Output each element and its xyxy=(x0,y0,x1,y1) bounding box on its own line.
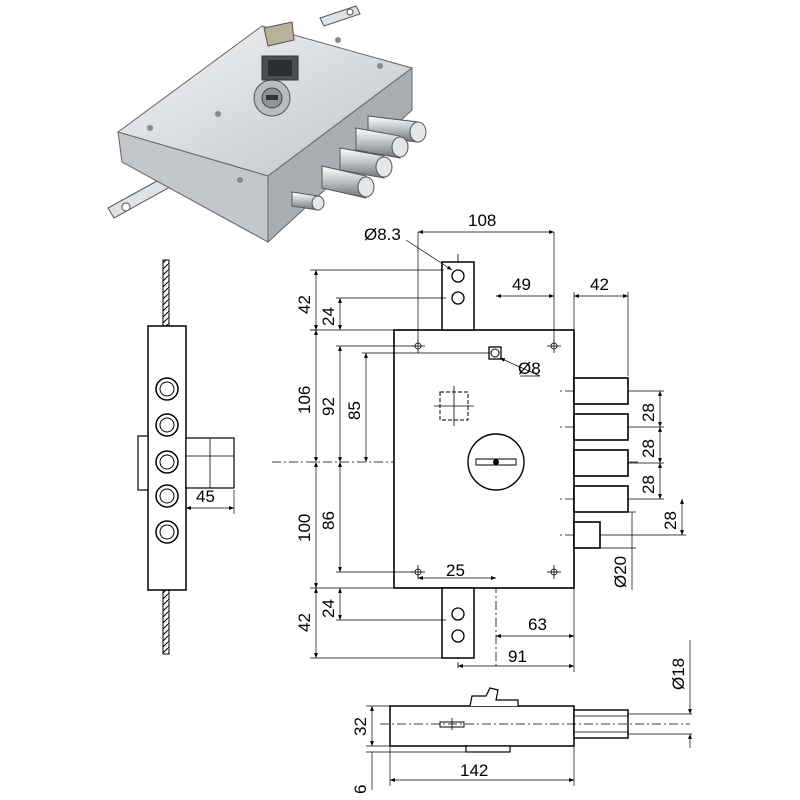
dim-upper-height: 106 xyxy=(295,386,314,414)
dim-bolt-pitch-1: 28 xyxy=(639,403,658,422)
side-view: 45 xyxy=(137,259,235,655)
dim-top-strike-height: 42 xyxy=(295,295,314,314)
dim-lower-height: 100 xyxy=(295,514,314,542)
dim-bolt-pitch-3: 28 xyxy=(639,475,658,494)
dim-bottom-strike-height: 42 xyxy=(295,613,314,632)
dim-strike-to-edge: 91 xyxy=(508,647,527,666)
front-bolt xyxy=(560,485,629,513)
dim-body-thickness: 32 xyxy=(351,717,370,736)
product-latch xyxy=(291,191,325,211)
dim-hole-spacing-top: 108 xyxy=(468,211,496,230)
product-bolt xyxy=(355,127,409,159)
product-bolt xyxy=(321,165,375,199)
dim-hole8-to-center: 85 xyxy=(345,401,364,420)
product-bolt xyxy=(339,147,393,179)
dim-bolt-projection: 42 xyxy=(590,275,609,294)
side-bolt-head xyxy=(155,413,179,437)
side-bolt-head xyxy=(155,484,179,508)
dim-bolt-pitch-4: 28 xyxy=(661,511,680,530)
bottom-view: 32 6 142 Ø18 xyxy=(351,640,692,794)
front-latch xyxy=(560,521,601,549)
dim-bolt-pitch-2: 28 xyxy=(639,439,658,458)
dim-top-strike-hole: 24 xyxy=(319,307,338,326)
dim-bolt-diameter: Ø20 xyxy=(611,556,630,588)
dim-backset-hole: 49 xyxy=(512,275,531,294)
front-bolt xyxy=(560,377,629,405)
side-bolt-head xyxy=(155,450,179,474)
front-bolt xyxy=(573,449,629,477)
bottom-strike-plate xyxy=(441,587,475,659)
dim-hole-offset: 25 xyxy=(446,561,465,580)
dim-faceplate-thickness: 6 xyxy=(351,785,370,794)
side-bolt-head xyxy=(155,520,179,544)
dim-hole-diameter: Ø8 xyxy=(518,359,541,378)
dim-bottom-strike-hole: 24 xyxy=(319,599,338,618)
front-view: 108 Ø8.3 49 42 42 24 106 92 85 xyxy=(272,211,686,672)
dim-bolt-diameter-side: Ø18 xyxy=(669,658,688,690)
dim-hole-to-center-upper: 92 xyxy=(319,397,338,416)
dim-side-depth: 45 xyxy=(196,487,215,506)
dim-backset: 63 xyxy=(528,615,547,634)
dim-total-length: 142 xyxy=(460,761,488,780)
dim-hole-to-center-lower: 86 xyxy=(319,511,338,530)
lock-product-illustration xyxy=(107,5,427,244)
side-bolt-head xyxy=(155,377,179,401)
dim-strike-hole-diameter: Ø8.3 xyxy=(364,225,401,244)
